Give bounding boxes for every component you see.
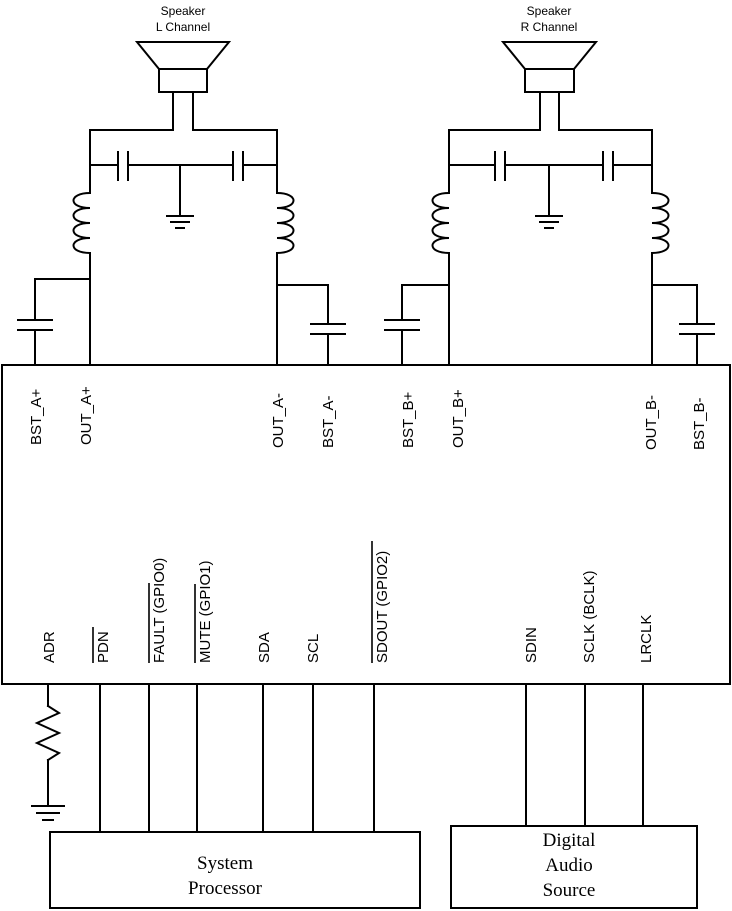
ground-icon xyxy=(31,805,65,821)
speaker-right-label-line2: R Channel xyxy=(521,20,578,34)
pin-label-scl: SCL xyxy=(305,634,322,663)
speaker-left-icon xyxy=(89,41,278,166)
audio-bus-wires xyxy=(525,683,644,827)
system-processor-label-line1: System xyxy=(197,853,253,874)
pin-label-sclk: SCLK (BCLK) xyxy=(581,570,598,663)
pin-label-sdin: SDIN xyxy=(523,627,540,663)
control-bus-wires xyxy=(99,683,375,833)
pin-label-out-a-plus: OUT_A+ xyxy=(78,386,95,445)
pin-label-lrclk: LRCLK xyxy=(638,615,655,663)
pin-label-bst-b-minus: BST_B- xyxy=(691,397,708,450)
digital-audio-source-block xyxy=(450,825,698,909)
pin-label-pdn: PDN xyxy=(95,631,112,663)
left-output-filter xyxy=(17,151,346,366)
pin-label-fault: FAULT (GPIO0) xyxy=(151,558,168,663)
pin-label-out-b-plus: OUT_B+ xyxy=(450,389,467,448)
pin-label-sdout: SDOUT (GPIO2) xyxy=(374,551,391,663)
digital-audio-source-label-line3: Source xyxy=(543,880,596,901)
system-processor-label-line2: Processor xyxy=(188,878,263,899)
adr-resistor-icon xyxy=(34,683,62,807)
speaker-right-label-line1: Speaker xyxy=(527,4,572,18)
pin-label-adr: ADR xyxy=(41,631,58,663)
speaker-left-label-line2: L Channel xyxy=(156,20,210,34)
pin-label-sda: SDA xyxy=(256,632,273,663)
amplifier-ic-body xyxy=(1,364,731,685)
pin-label-mute: MUTE (GPIO1) xyxy=(197,560,214,663)
speaker-right-icon xyxy=(448,41,653,166)
pin-label-out-b-minus: OUT_B- xyxy=(643,395,660,450)
digital-audio-source-label-line2: Audio xyxy=(545,855,593,876)
system-processor-block xyxy=(49,831,421,909)
pin-label-bst-a-minus: BST_A- xyxy=(320,395,337,448)
speaker-left-label-line1: Speaker xyxy=(161,4,206,18)
pin-label-out-a-minus: OUT_A- xyxy=(270,393,287,448)
digital-audio-source-label-line1: Digital xyxy=(543,830,596,851)
right-output-filter xyxy=(384,151,715,366)
pin-label-bst-b-plus: BST_B+ xyxy=(400,391,417,448)
pin-label-bst-a-plus: BST_A+ xyxy=(28,388,45,445)
